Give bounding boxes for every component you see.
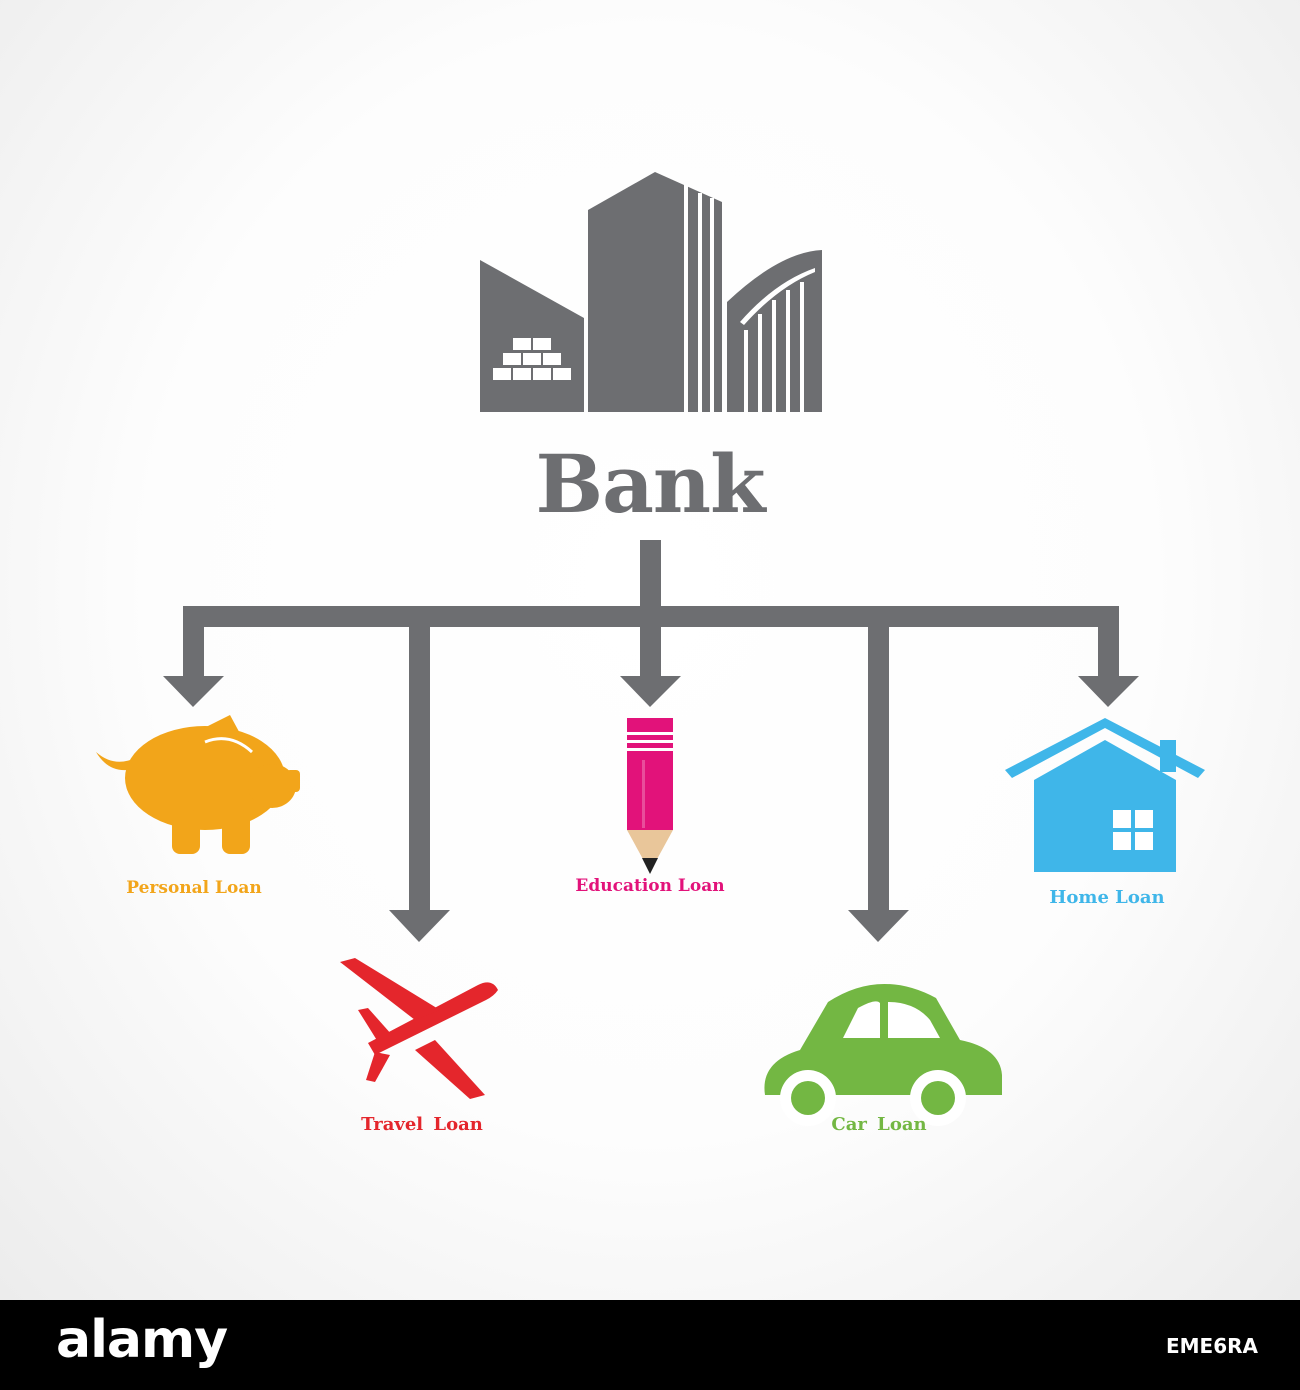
bank-title: Bank	[535, 437, 765, 531]
footer-image-id: EME6RA	[1165, 1334, 1258, 1358]
bank-building-icon	[480, 172, 822, 412]
car-icon	[764, 983, 1002, 1126]
education-loan-label: Education Loan	[575, 876, 725, 896]
stock-footer-bar: alamy EME6RA	[0, 1300, 1300, 1390]
connector-lines	[163, 540, 1139, 942]
personal-loan-label: Personal Loan	[126, 878, 262, 898]
diagram-canvas: Bank Personal Loan Travel Loan Education…	[0, 0, 1300, 1300]
footer-brand-logo: alamy	[56, 1310, 228, 1370]
travel-loan-label: Travel Loan	[361, 1114, 483, 1135]
loan-tree-diagram	[96, 172, 1205, 1126]
piggy-bank-icon	[96, 715, 300, 854]
car-loan-label: Car Loan	[831, 1114, 927, 1135]
home-loan-label: Home Loan	[1049, 887, 1165, 908]
airplane-icon	[340, 958, 498, 1099]
house-icon	[1005, 718, 1205, 872]
pencil-icon	[627, 718, 673, 874]
